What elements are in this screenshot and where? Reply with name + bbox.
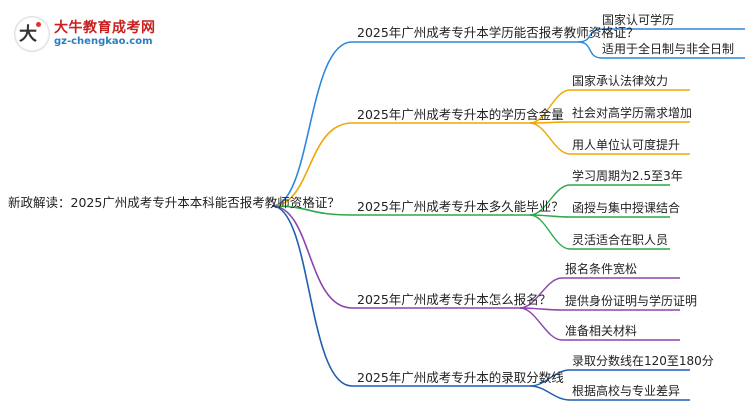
leaf-connector-4-1 bbox=[529, 385, 571, 401]
branch-connector-0 bbox=[271, 41, 353, 207]
leaf-connector-0-1 bbox=[577, 41, 603, 59]
branch-connector-1 bbox=[271, 122, 353, 207]
leaf-legal-effect: 国家承认法律效力 bbox=[572, 74, 669, 88]
branch-connector-4 bbox=[271, 205, 353, 387]
leaf-national-recognition: 国家认可学历 bbox=[602, 13, 675, 27]
leaf-score-range: 录取分数线在120至180分 bbox=[572, 354, 714, 368]
leaf-connector-3-0 bbox=[519, 277, 563, 309]
logo-badge-icon: 大 bbox=[14, 16, 50, 52]
branch-qualification-topic: 2025年广州成考专升本学历能否报考教师资格证？ bbox=[357, 25, 639, 40]
logo-site-url: gz-chengkao.com bbox=[54, 36, 153, 47]
branch-registration-topic: 2025年广州成考专升本怎么报名？ bbox=[357, 292, 552, 307]
branch-degree-value-topic: 2025年广州成考专升本的学历含金量 bbox=[357, 107, 564, 122]
leaf-social-demand: 社会对高学历需求增加 bbox=[572, 106, 693, 120]
mindmap-root-topic: 新政解读：2025广州成考专升本本科能否报考教师资格证？ bbox=[8, 195, 340, 210]
leaf-employer-recognition: 用人单位认可度提升 bbox=[572, 138, 681, 152]
leaf-study-period: 学习周期为2.5至3年 bbox=[572, 169, 683, 183]
branch-admission-score-topic: 2025年广州成考专升本的录取分数线 bbox=[357, 370, 564, 385]
leaf-connector-2-0 bbox=[529, 184, 571, 216]
leaf-connector-1-0 bbox=[529, 89, 571, 124]
site-logo[interactable]: 大 大牛教育成考网 gz-chengkao.com bbox=[14, 16, 164, 52]
branch-connector-2 bbox=[271, 205, 353, 216]
branch-graduation-time-topic: 2025年广州成考专升本多久能毕业？ bbox=[357, 199, 564, 214]
leaf-correspondence: 函授与集中授课结合 bbox=[572, 201, 681, 215]
leaf-connector-1-2 bbox=[529, 122, 571, 155]
leaf-flexible: 灵活适合在职人员 bbox=[572, 233, 669, 247]
leaf-fulltime-parttime: 适用于全日制与非全日制 bbox=[602, 42, 735, 56]
leaf-connector-2-2 bbox=[529, 214, 571, 250]
logo-site-name: 大牛教育成考网 bbox=[54, 20, 156, 36]
leaf-loose-conditions: 报名条件宽松 bbox=[565, 262, 638, 276]
leaf-connector-3-2 bbox=[519, 307, 563, 341]
leaf-connector-4-0 bbox=[529, 369, 571, 387]
leaf-school-variance: 根据高校与专业差异 bbox=[572, 384, 681, 398]
branch-connector-3 bbox=[271, 205, 353, 309]
leaf-materials: 准备相关材料 bbox=[565, 324, 638, 338]
leaf-id-documents: 提供身份证明与学历证明 bbox=[565, 294, 698, 308]
